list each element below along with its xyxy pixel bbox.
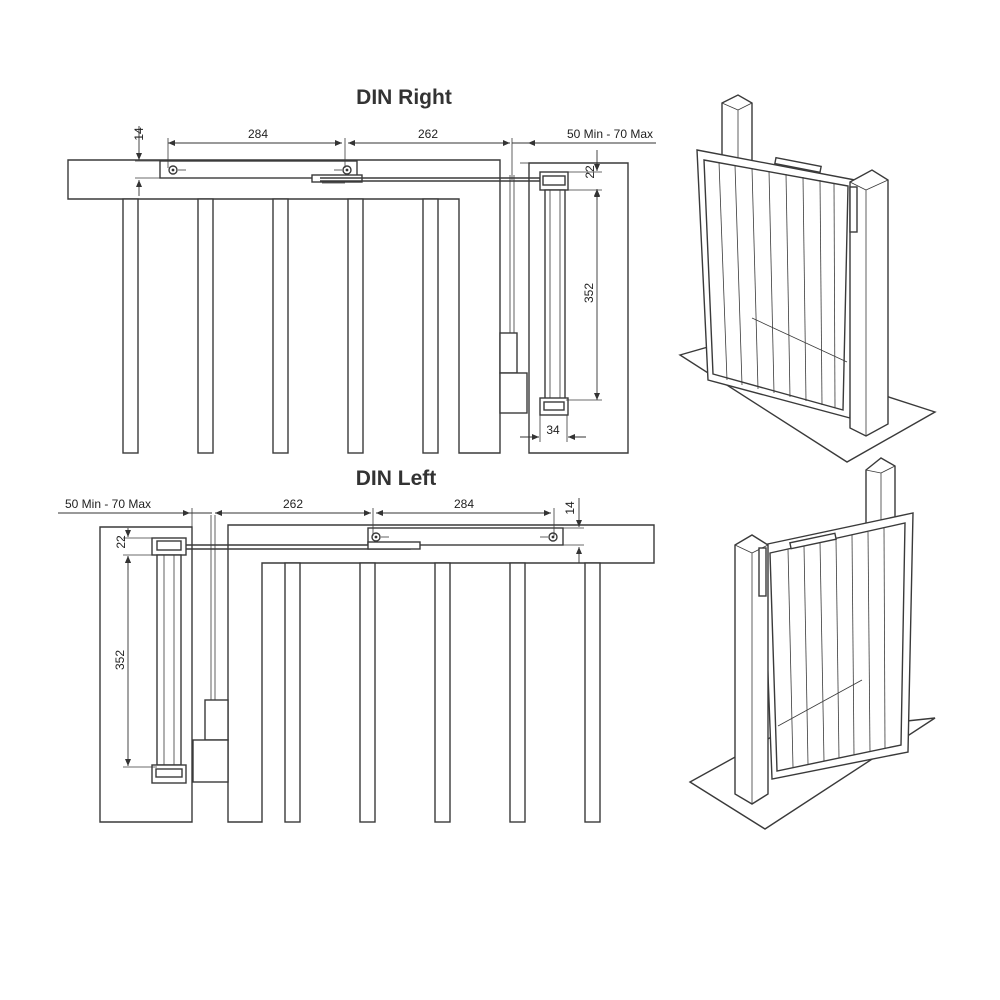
din-left-perspective-view [688, 457, 936, 830]
din-left-closer-arm [186, 541, 421, 550]
din-left-dim-gap: 50 Min - 70 Max [65, 497, 151, 511]
din-right-dim-262: 262 [418, 127, 438, 141]
din-right-closer-arm [311, 174, 541, 184]
din-left-dim-352: 352 [113, 650, 127, 670]
din-left-latch [192, 515, 229, 783]
din-left-gate-frame [227, 524, 655, 823]
din-right-dim-352: 352 [582, 283, 596, 303]
din-left-diagram: DIN Left [58, 467, 655, 823]
din-right-spring-unit [539, 171, 569, 416]
din-right-dim-22: 22 [583, 165, 597, 179]
din-left-3d-left-post [734, 534, 769, 805]
din-right-3d-gate [696, 149, 856, 419]
din-right-gate-bars [122, 198, 439, 454]
din-right-dim-284: 284 [248, 127, 268, 141]
din-right-perspective-view [678, 94, 937, 463]
din-right-gate-frame [67, 159, 501, 454]
din-left-dimensions: 50 Min - 70 Max 262 284 14 22 352 [58, 497, 584, 768]
din-left-3d-gate [762, 512, 914, 780]
din-left-post [99, 526, 193, 823]
din-left-dim-262: 262 [283, 497, 303, 511]
din-left-title: DIN Left [356, 467, 437, 490]
din-left-dim-14: 14 [563, 501, 577, 515]
din-left-gate-bars [284, 562, 601, 823]
din-right-dim-gap: 50 Min - 70 Max [567, 127, 653, 141]
din-right-latch [499, 175, 528, 414]
din-left-spring-unit [151, 537, 187, 784]
din-right-post [520, 162, 629, 454]
din-right-diagram: DIN Right [67, 86, 656, 454]
din-left-dim-284: 284 [454, 497, 474, 511]
din-right-closer-track [159, 160, 358, 179]
din-right-3d-right-post [849, 169, 889, 437]
din-right-dim-14: 14 [132, 127, 146, 141]
din-left-closer-track [367, 527, 564, 546]
din-right-title: DIN Right [356, 86, 452, 109]
din-right-dim-34: 34 [546, 423, 560, 437]
din-left-dim-22: 22 [114, 535, 128, 549]
din-right-dimensions: 284 262 50 Min - 70 Max 14 22 352 [132, 126, 656, 442]
